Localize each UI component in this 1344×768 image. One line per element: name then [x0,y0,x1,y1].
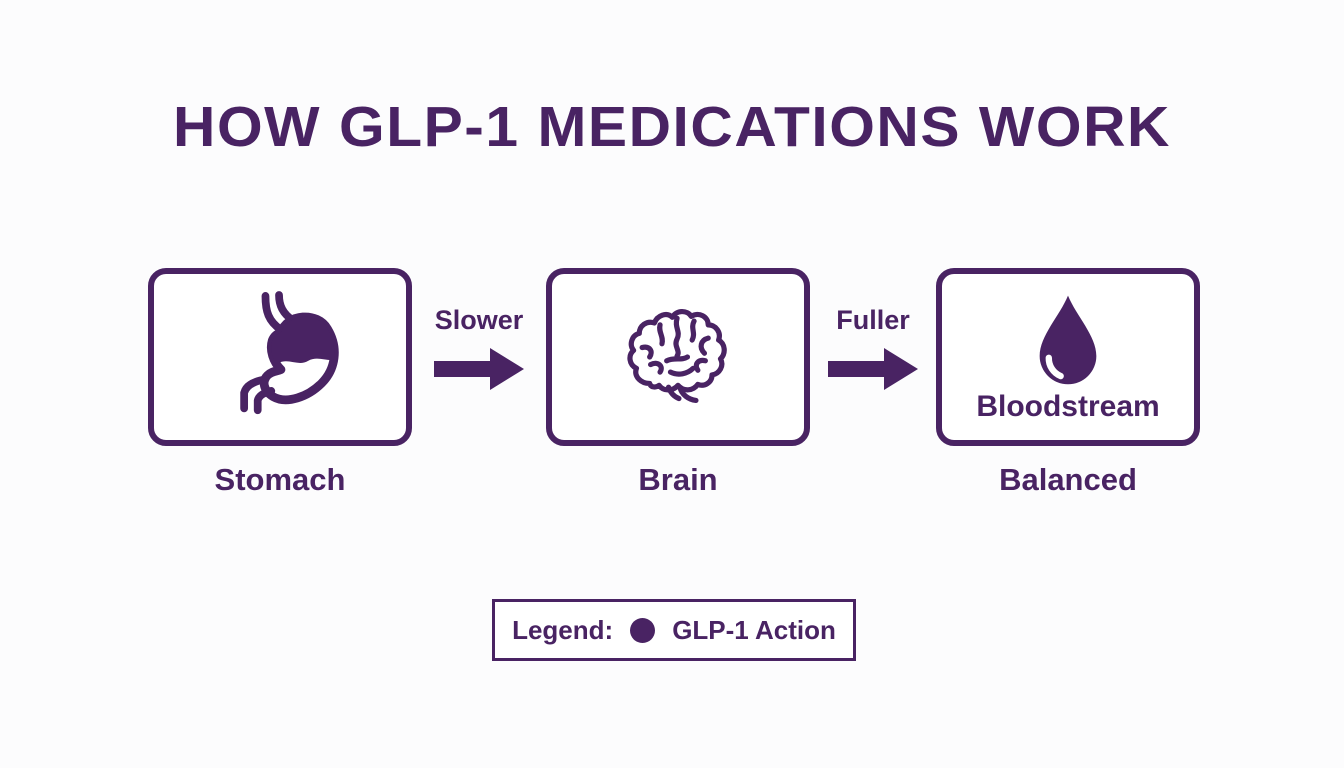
arrow-group-slower: Slower [412,305,546,392]
droplet-icon [1036,291,1100,388]
node-box-brain [546,268,810,446]
legend-box: Legend: GLP-1 Action [492,599,856,661]
filled-circle-icon [630,617,656,643]
bloodstream-caption: Bloodstream [976,389,1160,423]
node-box-bloodstream: Bloodstream [936,268,1200,446]
stomach-icon [217,291,343,423]
page-title: HOW GLP-1 MEDICATIONS WORK [173,95,1171,159]
brain-icon [621,306,735,408]
right-arrow-icon [434,346,524,392]
node-label-stomach: Stomach [214,462,346,497]
legend-title: Legend: [512,614,614,645]
node-label-balanced: Balanced [999,462,1137,497]
arrow-label-slower: Slower [434,305,524,335]
arrow-group-fuller: Fuller [806,305,940,392]
arrow-label-fuller: Fuller [836,305,910,335]
legend-item-label: GLP-1 Action [672,614,836,645]
node-label-brain: Brain [638,462,718,497]
node-box-stomach [148,268,412,446]
right-arrow-icon [828,346,918,392]
